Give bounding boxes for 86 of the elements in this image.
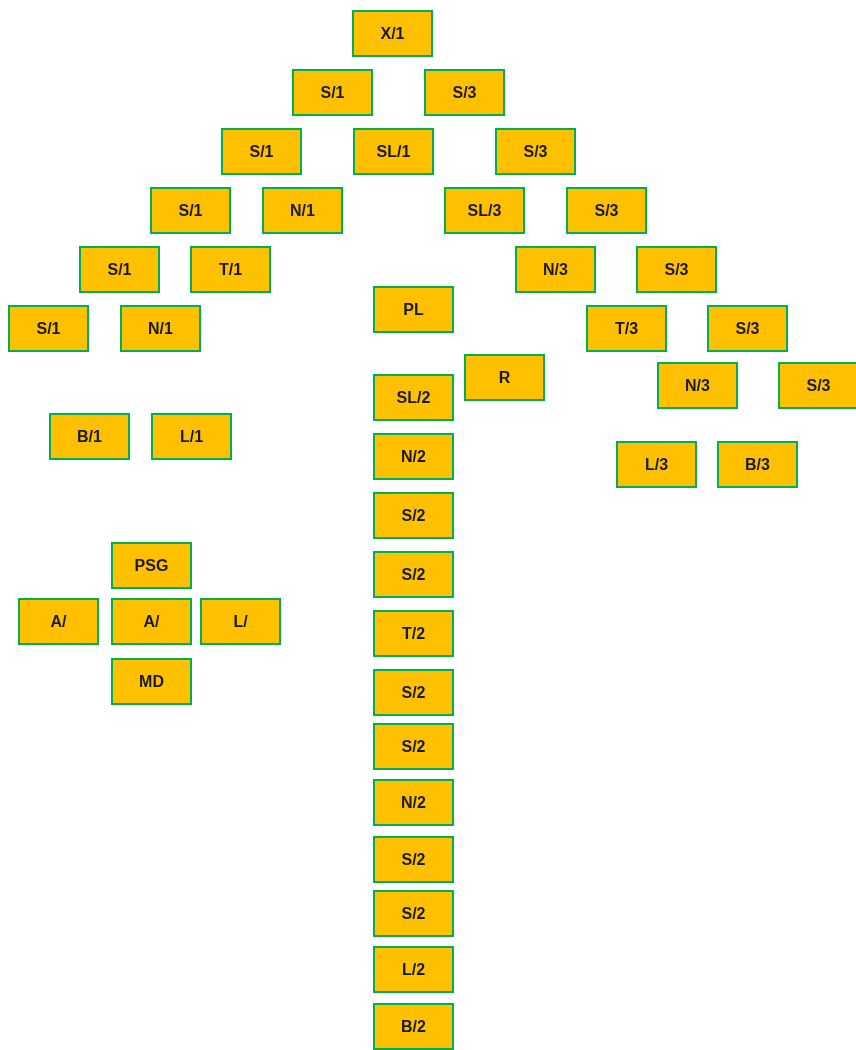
label-box (464, 354, 545, 401)
box-label: S/3 (594, 201, 619, 220)
box-label: T/3 (614, 319, 639, 338)
label-box (657, 362, 738, 409)
label-box (373, 779, 454, 826)
label-box (707, 305, 788, 352)
label-box (120, 305, 201, 352)
box-label: SL/1 (376, 142, 411, 161)
box-label: S/3 (735, 319, 760, 338)
box-label: L/3 (644, 455, 669, 474)
label-box (373, 946, 454, 993)
box-label: S/2 (401, 506, 426, 525)
box-label: S/1 (178, 201, 203, 220)
label-box (200, 598, 281, 645)
box-label: S/3 (664, 260, 689, 279)
box-label: N/2 (401, 793, 426, 812)
label-box (150, 187, 231, 234)
label-box (586, 305, 667, 352)
box-label: S/3 (452, 83, 477, 102)
box-label: N/1 (148, 319, 173, 338)
box-label: T/2 (401, 624, 426, 643)
label-box (373, 610, 454, 657)
label-box (373, 890, 454, 937)
box-label: MD (139, 672, 164, 691)
box-label: S/1 (36, 319, 61, 338)
box-label: S/2 (401, 565, 426, 584)
label-box (18, 598, 99, 645)
box-label: N/2 (401, 447, 426, 466)
label-box (636, 246, 717, 293)
box-label: N/1 (290, 201, 315, 220)
label-box (373, 492, 454, 539)
label-box (79, 246, 160, 293)
label-box (373, 723, 454, 770)
box-label: X/1 (380, 24, 405, 43)
label-box (778, 362, 856, 409)
box-label: A/ (50, 612, 67, 631)
label-box (8, 305, 89, 352)
label-box (111, 658, 192, 705)
box-label: L/1 (179, 427, 204, 446)
label-box (373, 551, 454, 598)
label-box (262, 187, 343, 234)
label-box (292, 69, 373, 116)
label-box (717, 441, 798, 488)
label-box (190, 246, 271, 293)
box-label: S/2 (401, 683, 426, 702)
box-label: S/2 (401, 904, 426, 923)
label-box (49, 413, 130, 460)
label-box (566, 187, 647, 234)
box-label: B/1 (77, 427, 102, 446)
label-box (373, 374, 454, 421)
box-label: B/2 (401, 1017, 426, 1036)
label-box (373, 433, 454, 480)
label-box (444, 187, 525, 234)
box-label: S/2 (401, 737, 426, 756)
label-box (373, 669, 454, 716)
label-box (424, 69, 505, 116)
box-label: SL/2 (396, 388, 431, 407)
label-box (373, 1003, 454, 1050)
label-box (495, 128, 576, 175)
box-label: PSG (134, 556, 169, 575)
box-label: PL (403, 300, 424, 319)
box-label: S/1 (249, 142, 274, 161)
box-label: S/1 (320, 83, 345, 102)
box-label: N/3 (685, 376, 710, 395)
box-label: L/ (233, 612, 248, 631)
label-box (111, 598, 192, 645)
label-box (373, 836, 454, 883)
box-label: N/3 (543, 260, 568, 279)
label-box (373, 286, 454, 333)
box-label: S/2 (401, 850, 426, 869)
box-label: L/2 (401, 960, 426, 979)
label-box (616, 441, 697, 488)
box-label: S/3 (806, 376, 831, 395)
box-label: T/1 (218, 260, 243, 279)
label-box (221, 128, 302, 175)
box-label: A/ (143, 612, 160, 631)
label-box (151, 413, 232, 460)
box-label: SL/3 (467, 201, 502, 220)
box-label: R (498, 368, 511, 387)
label-box (352, 10, 433, 57)
box-label: S/3 (523, 142, 548, 161)
box-label: B/3 (745, 455, 770, 474)
box-label: S/1 (107, 260, 132, 279)
label-box (111, 542, 192, 589)
label-box (353, 128, 434, 175)
label-box (515, 246, 596, 293)
